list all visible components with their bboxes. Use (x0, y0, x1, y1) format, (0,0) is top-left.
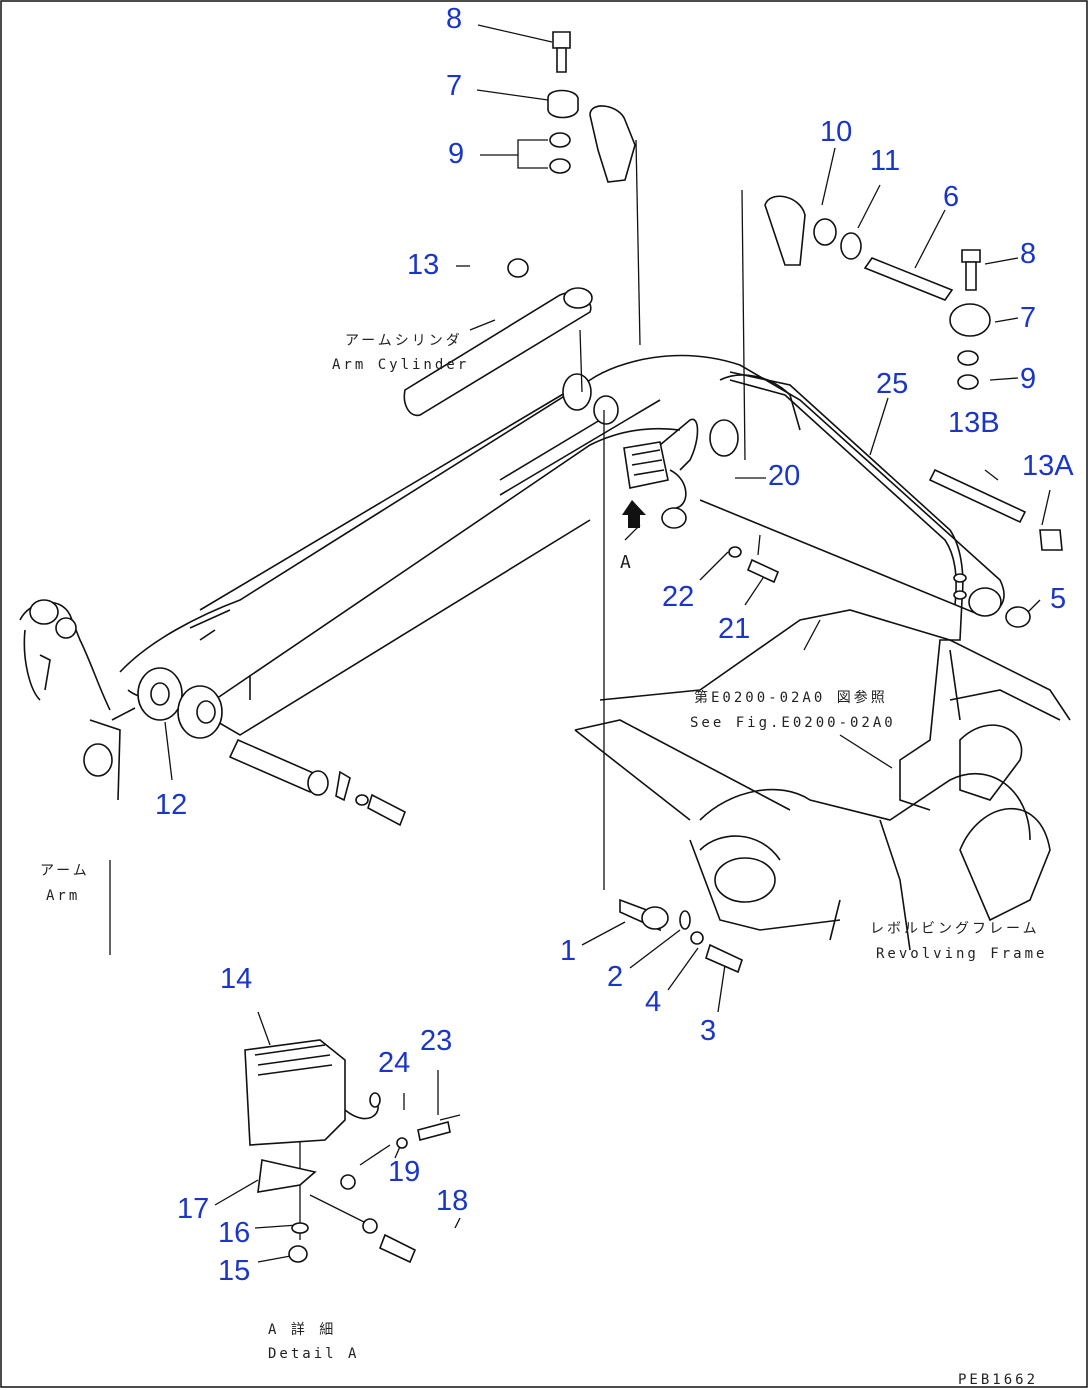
label-arm-jp: アーム (40, 863, 90, 879)
label-arm-en: Arm (46, 888, 80, 904)
parts (228, 31, 1063, 1264)
text-labels: アームシリンダ Arm Cylinder アーム Arm 第E0200-02A0… (40, 333, 1047, 1388)
callout-8-right: 8 (1020, 238, 1036, 270)
boom-drawing (119, 354, 1005, 739)
hose-25-drawing (729, 371, 967, 811)
callout-13a: 13A (1022, 450, 1074, 482)
callout-21: 21 (718, 613, 750, 645)
callout-13b: 13B (948, 407, 1000, 439)
callout-5: 5 (1050, 583, 1066, 615)
callout-9-right: 9 (1020, 363, 1036, 395)
callout-8-top: 8 (446, 3, 462, 35)
label-detail-mark: A (620, 552, 634, 573)
callout-11: 11 (870, 145, 900, 177)
label-revolving-frame-en: Revolving Frame (876, 946, 1047, 962)
callout-2: 2 (607, 961, 623, 993)
callout-15: 15 (218, 1255, 250, 1287)
callout-6: 6 (943, 181, 959, 213)
callout-7-top: 7 (446, 70, 462, 102)
arm-cylinder-drawing (403, 258, 593, 417)
callout-9-top: 9 (448, 138, 464, 170)
label-revolving-frame-jp: レボルビングフレーム (870, 921, 1040, 937)
callout-13: 13 (407, 249, 439, 281)
callout-numbers: 8 7 9 13 10 11 6 8 7 9 25 13B 13A 20 22 … (155, 3, 1074, 1287)
callout-7-right: 7 (1020, 302, 1036, 334)
callout-10: 10 (820, 116, 852, 148)
callout-4: 4 (645, 986, 661, 1018)
revolving-frame-drawing (574, 609, 1071, 951)
label-see-fig-jp: 第E0200-02A0 図参照 (694, 689, 888, 706)
callout-14: 14 (220, 963, 252, 995)
callout-22: 22 (662, 581, 694, 613)
label-detail-en: Detail A (268, 1346, 359, 1362)
label-see-fig-en: See Fig.E0200-02A0 (690, 715, 896, 731)
callout-3: 3 (700, 1015, 716, 1047)
arm-drawing (19, 599, 136, 955)
label-arm-cylinder-jp: アームシリンダ (345, 333, 463, 349)
callout-16: 16 (218, 1217, 250, 1249)
callout-25: 25 (876, 368, 908, 400)
callout-19: 19 (388, 1156, 420, 1188)
callout-12: 12 (155, 789, 187, 821)
drawing-number: PEB1662 (958, 1372, 1038, 1388)
callout-18: 18 (436, 1185, 468, 1217)
callout-1: 1 (560, 935, 576, 967)
label-arm-cylinder-en: Arm Cylinder (332, 357, 469, 373)
callout-17: 17 (177, 1193, 209, 1225)
callout-20: 20 (768, 460, 800, 492)
callout-23: 23 (420, 1025, 452, 1057)
label-detail-jp: A 詳 細 (268, 1322, 336, 1338)
leader-lines (164, 24, 1051, 1263)
callout-24: 24 (378, 1047, 410, 1079)
